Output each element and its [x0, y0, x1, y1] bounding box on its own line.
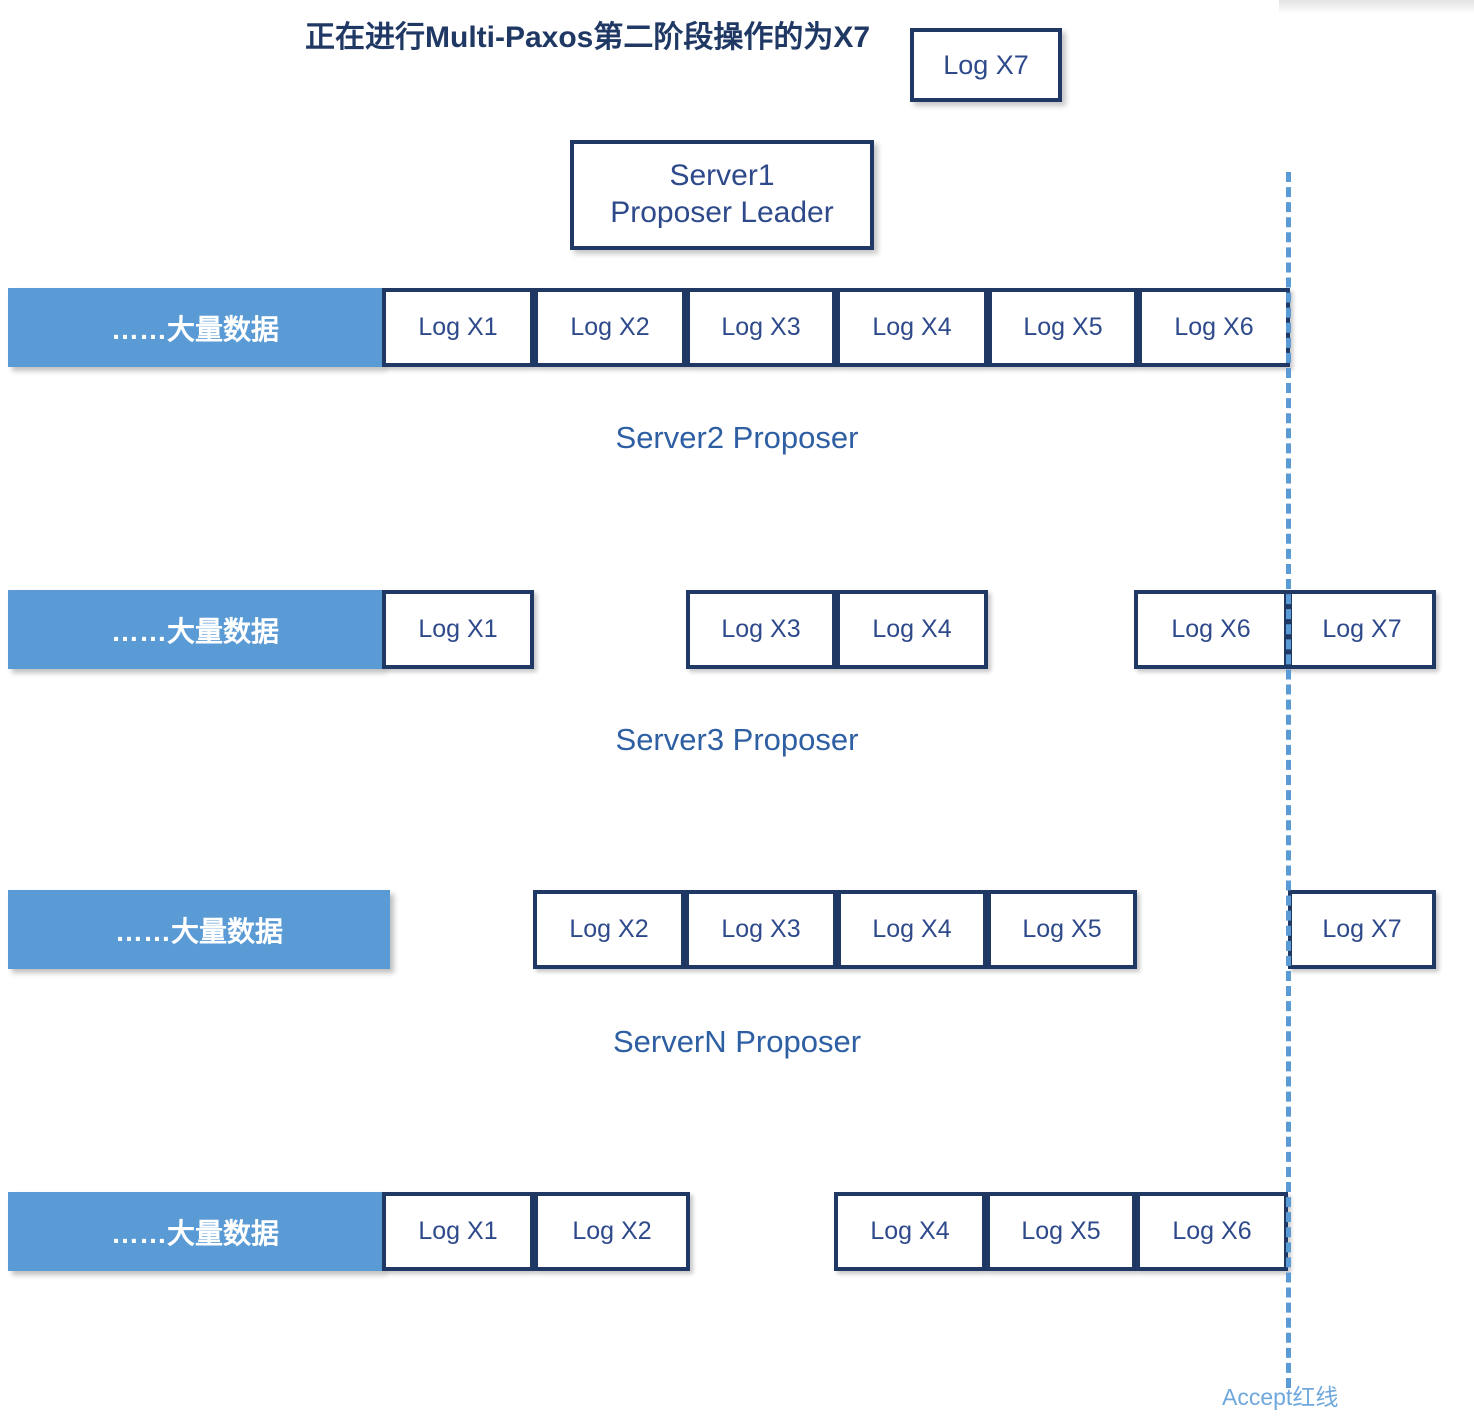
section-caption: Server3 Proposer [615, 722, 859, 757]
log-box-label: Log X4 [872, 313, 952, 341]
log-box: Log X7 [1288, 890, 1436, 969]
log-box: Log X5 [986, 1192, 1136, 1271]
data-block-label: ……大量数据 [110, 615, 279, 647]
accept-line-label: Accept红线 [1222, 1384, 1339, 1410]
leader-line-2: Proposer Leader [610, 196, 834, 229]
log-box-label: Log X2 [569, 915, 649, 943]
data-block-server3-log: ……大量数据 [8, 890, 390, 969]
log-box-label: Log X4 [872, 915, 952, 943]
log-box-label: Log X3 [721, 615, 801, 643]
accept-red-line [1286, 172, 1291, 1388]
corner-gradient-decoration [1279, 0, 1474, 14]
log-box: Log X2 [534, 288, 686, 367]
log-box-label: Log X4 [872, 615, 952, 643]
section-caption: ServerN Proposer [612, 1024, 862, 1059]
log-box: Log X6 [1136, 1192, 1288, 1271]
log-box: Log X3 [686, 288, 836, 367]
log-box-label: Log X5 [1021, 1217, 1101, 1245]
log-box: Log X1 [382, 1192, 534, 1271]
log-box-label: Log X6 [1172, 1217, 1252, 1245]
log-box: Log X1 [382, 590, 534, 669]
log-box: Log X6 [1138, 288, 1290, 367]
log-box: Log X6 [1134, 590, 1288, 669]
server1-proposer-leader-box: Server1 Proposer Leader [570, 140, 874, 250]
log-box-label: Log X6 [1171, 615, 1251, 643]
data-block-label: ……大量数据 [110, 313, 279, 345]
log-box: Log X4 [834, 1192, 986, 1271]
log-box-label: Log X6 [1174, 313, 1254, 341]
log-box: Log X5 [988, 288, 1138, 367]
log-box-label: Log X1 [418, 1217, 498, 1245]
log-box-label: Log X3 [721, 915, 801, 943]
top-log-label: Log X7 [943, 49, 1029, 80]
log-box: Log X4 [836, 288, 988, 367]
log-box-label: Log X7 [1322, 615, 1402, 643]
log-box-label: Log X5 [1023, 313, 1103, 341]
log-box-label: Log X1 [418, 615, 498, 643]
section-caption: Server2 Proposer [615, 420, 859, 455]
log-box-label: Log X2 [572, 1217, 652, 1245]
log-box-label: Log X3 [721, 313, 801, 341]
log-box: Log X4 [836, 590, 988, 669]
log-box: Log X1 [382, 288, 534, 367]
leader-line-1: Server1 [669, 159, 775, 193]
data-block-label: ……大量数据 [114, 915, 283, 947]
log-box-label: Log X7 [1322, 915, 1402, 943]
log-box-label: Log X4 [870, 1217, 950, 1245]
log-box-label: Log X2 [570, 313, 650, 341]
data-block-server1-log: ……大量数据 [8, 288, 382, 367]
log-box-label: Log X1 [418, 313, 498, 341]
log-box: Log X2 [534, 1192, 690, 1271]
log-box: Log X5 [987, 890, 1137, 969]
log-box-label: Log X5 [1022, 915, 1102, 943]
log-box: Log X7 [1288, 590, 1436, 669]
page-title: 正在进行Multi-Paxos第二阶段操作的为X7 [305, 21, 871, 54]
log-box: Log X3 [686, 590, 836, 669]
log-box: Log X3 [685, 890, 837, 969]
data-block-label: ……大量数据 [110, 1217, 279, 1249]
log-box: Log X2 [533, 890, 685, 969]
top-log-x7-box: Log X7 [910, 28, 1062, 102]
data-block-serverN-log: ……大量数据 [8, 1192, 382, 1271]
data-block-server2-log: ……大量数据 [8, 590, 382, 669]
watermark-strip [820, 1408, 1470, 1420]
log-box: Log X4 [837, 890, 987, 969]
